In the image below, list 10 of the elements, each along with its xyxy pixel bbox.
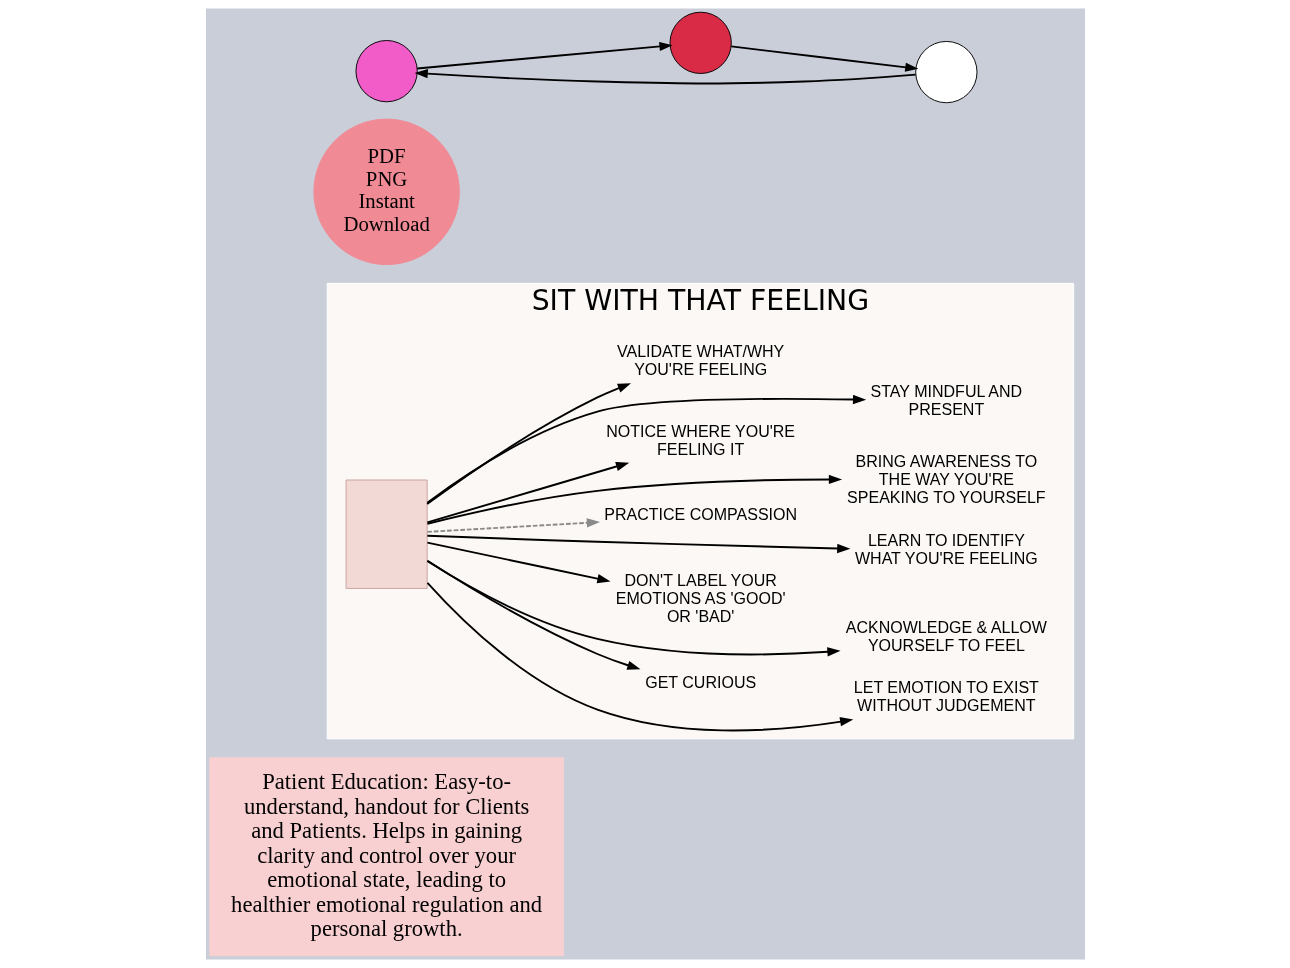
node-text: GET CURIOUS xyxy=(644,673,756,692)
node-text: DON'T LABEL YOUR EMOTIONS AS 'GOOD' OR 'BAD' xyxy=(615,571,786,626)
node-text: VALIDATE WHAT/WHY YOU'RE FEELING xyxy=(616,342,784,379)
node-text: LET EMOTION TO EXIST WITHOUT JUDGEMENT xyxy=(853,678,1039,715)
node-text: STAY MINDFUL AND PRESENT xyxy=(870,382,1022,419)
node-text: LEARN TO IDENTIFY WHAT YOU'RE FEELING xyxy=(854,531,1038,568)
node-text: NOTICE WHERE YOU'RE FEELING IT xyxy=(605,421,795,458)
node-text: ACKNOWLEDGE & ALLOW YOURSELF TO FEEL xyxy=(845,617,1047,654)
node-text: BRING AWARENESS TO THE WAY YOU'RE SPEAKING TO YOURSELF xyxy=(846,452,1046,507)
node-text: PRACTICE COMPASSION xyxy=(603,505,797,524)
